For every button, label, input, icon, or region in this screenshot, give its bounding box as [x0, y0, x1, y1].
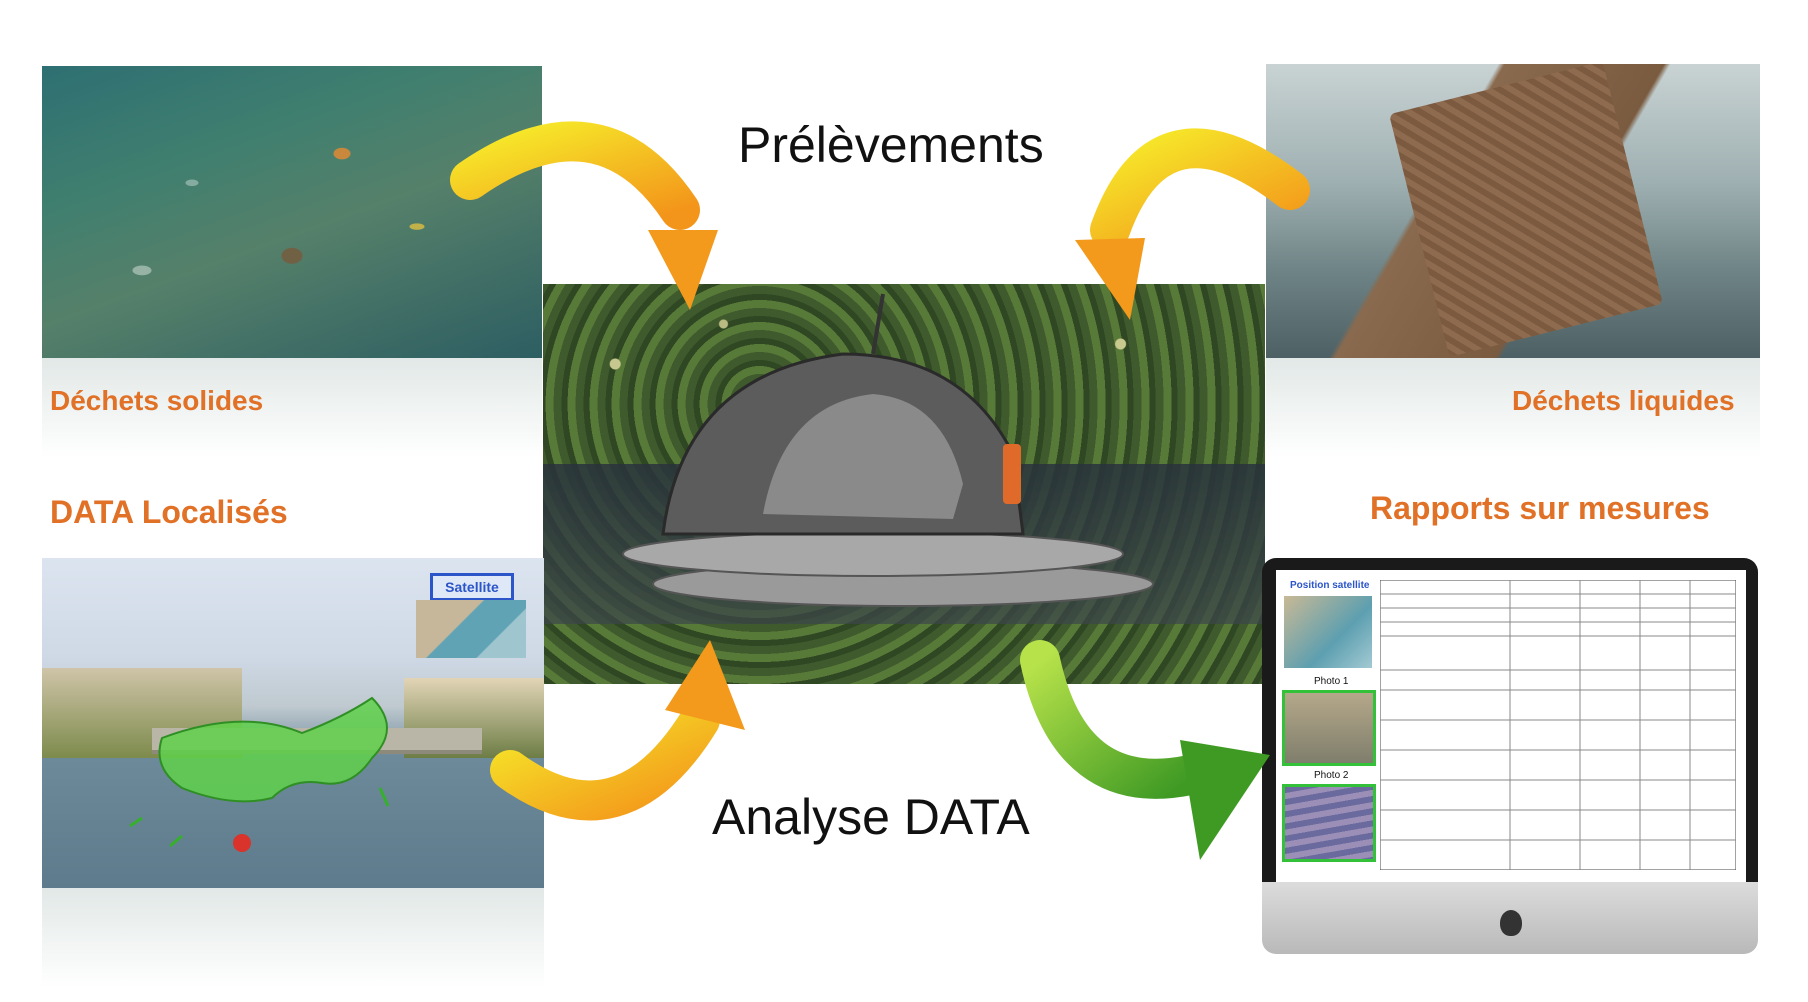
label-solid-waste: Déchets solides [50, 385, 264, 416]
curved-arrow-yellow-icon [1075, 128, 1310, 320]
photo2-thumbnail [1282, 784, 1376, 862]
boat-illustration [622, 293, 1154, 607]
solid-waste-reflection [42, 358, 542, 458]
label-liquid-waste: Déchets liquides [1512, 385, 1735, 416]
curved-arrow-yellow-icon [490, 640, 745, 821]
label-reports: Rapports sur mesures [1370, 490, 1710, 526]
apple-logo-icon [1500, 910, 1522, 936]
photo1-label: Photo 1 [1314, 676, 1349, 687]
curved-arrow-yellow-icon [450, 121, 718, 310]
satellite-thumbnail [416, 600, 526, 658]
title-analyse-data: Analyse DATA [712, 789, 1030, 845]
boat-photo [543, 284, 1265, 684]
monitor-screen: Position satellite Photo 1 Photo 2 [1276, 570, 1746, 882]
position-satellite-label: Position satellite [1290, 580, 1370, 591]
liquid-waste-photo [1266, 64, 1760, 358]
label-data-localized: DATA Localisés [50, 494, 288, 530]
photo1-thumbnail [1282, 690, 1376, 766]
title-prelevements: Prélèvements [738, 117, 1044, 173]
curved-arrow-green-icon [1020, 640, 1270, 860]
report-document [1380, 580, 1736, 870]
satellite-label-box: Satellite [430, 573, 514, 601]
sampling-zone [129, 696, 390, 852]
river-reflection [42, 888, 544, 988]
solid-waste-photo [42, 66, 542, 358]
photo2-label: Photo 2 [1314, 770, 1349, 781]
satellite-screen-image [1284, 596, 1372, 668]
liquid-waste-reflection [1266, 358, 1760, 458]
